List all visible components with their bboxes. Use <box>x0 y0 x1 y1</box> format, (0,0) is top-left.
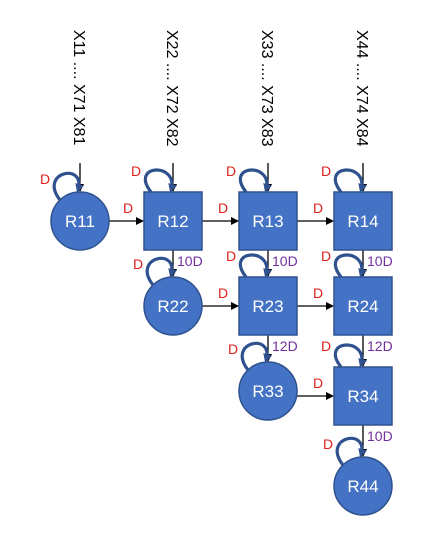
node-label-R12: R12 <box>157 212 188 231</box>
self-loop-label-R11: D <box>40 171 50 187</box>
input-label-4: X44 .... X74 X84 <box>353 30 370 147</box>
edge-label-R33-R34: D <box>313 375 323 391</box>
self-loop-R13 <box>238 168 272 193</box>
self-loop-R44 <box>335 436 367 466</box>
edge-label-R11-R12: D <box>123 200 133 216</box>
edge-label-R23-R24: D <box>313 285 323 301</box>
self-loop-label-R33: D <box>228 341 238 357</box>
self-loop-R33 <box>240 341 272 371</box>
edge-label-R13-R23: 10D <box>272 253 298 269</box>
input-label-3: X33 .... X73 X83 <box>258 30 275 147</box>
node-label-R44: R44 <box>347 477 378 496</box>
node-R13 <box>238 191 298 251</box>
self-loop-R22 <box>145 256 177 286</box>
edge-label-R12-R22: 10D <box>177 253 203 269</box>
input-label-1: X11 .... X71 X81 <box>70 30 87 145</box>
node-label-R14: R14 <box>347 212 378 231</box>
node-label-R24: R24 <box>347 297 378 316</box>
node-R22 <box>143 276 203 336</box>
edge-label-R23-R33: 12D <box>272 338 298 354</box>
self-loop-R23 <box>238 253 272 278</box>
self-loop-label-R14: D <box>321 163 331 179</box>
self-loop-label-R24: D <box>321 248 331 264</box>
node-R44 <box>333 456 393 516</box>
node-label-R34: R34 <box>347 387 378 406</box>
self-loop-label-R12: D <box>131 163 141 179</box>
node-R23 <box>238 276 298 336</box>
node-R33 <box>238 361 298 421</box>
self-loop-label-R13: D <box>226 163 236 179</box>
node-R34 <box>333 366 393 426</box>
input-label-2: X22 .... X72 X82 <box>163 30 180 147</box>
self-loop-label-R22: D <box>133 256 143 272</box>
self-loop-R34 <box>333 343 367 368</box>
self-loop-R11 <box>52 171 84 201</box>
node-label-R11: R11 <box>65 212 95 231</box>
node-label-R33: R33 <box>252 382 283 401</box>
self-loop-label-R44: D <box>323 436 333 452</box>
edge-label-R34-R44: 10D <box>367 428 393 444</box>
edge-label-R14-R24: 10D <box>367 253 393 269</box>
edge-label-R24-R34: 12D <box>367 338 393 354</box>
self-loop-R12 <box>143 168 177 193</box>
edge-label-R12-R13: D <box>218 200 228 216</box>
edge-label-R22-R23: D <box>218 285 228 301</box>
node-R14 <box>333 191 393 251</box>
self-loop-label-R34: D <box>321 338 331 354</box>
edge-label-R13-R14: D <box>313 200 323 216</box>
node-label-R23: R23 <box>252 297 283 316</box>
self-loop-R14 <box>333 168 367 193</box>
node-label-R22: R22 <box>157 297 188 316</box>
self-loop-R24 <box>333 253 367 278</box>
node-R24 <box>333 276 393 336</box>
node-R11 <box>50 191 110 251</box>
node-label-R13: R13 <box>252 212 283 231</box>
node-R12 <box>143 191 203 251</box>
self-loop-label-R23: D <box>226 248 236 264</box>
